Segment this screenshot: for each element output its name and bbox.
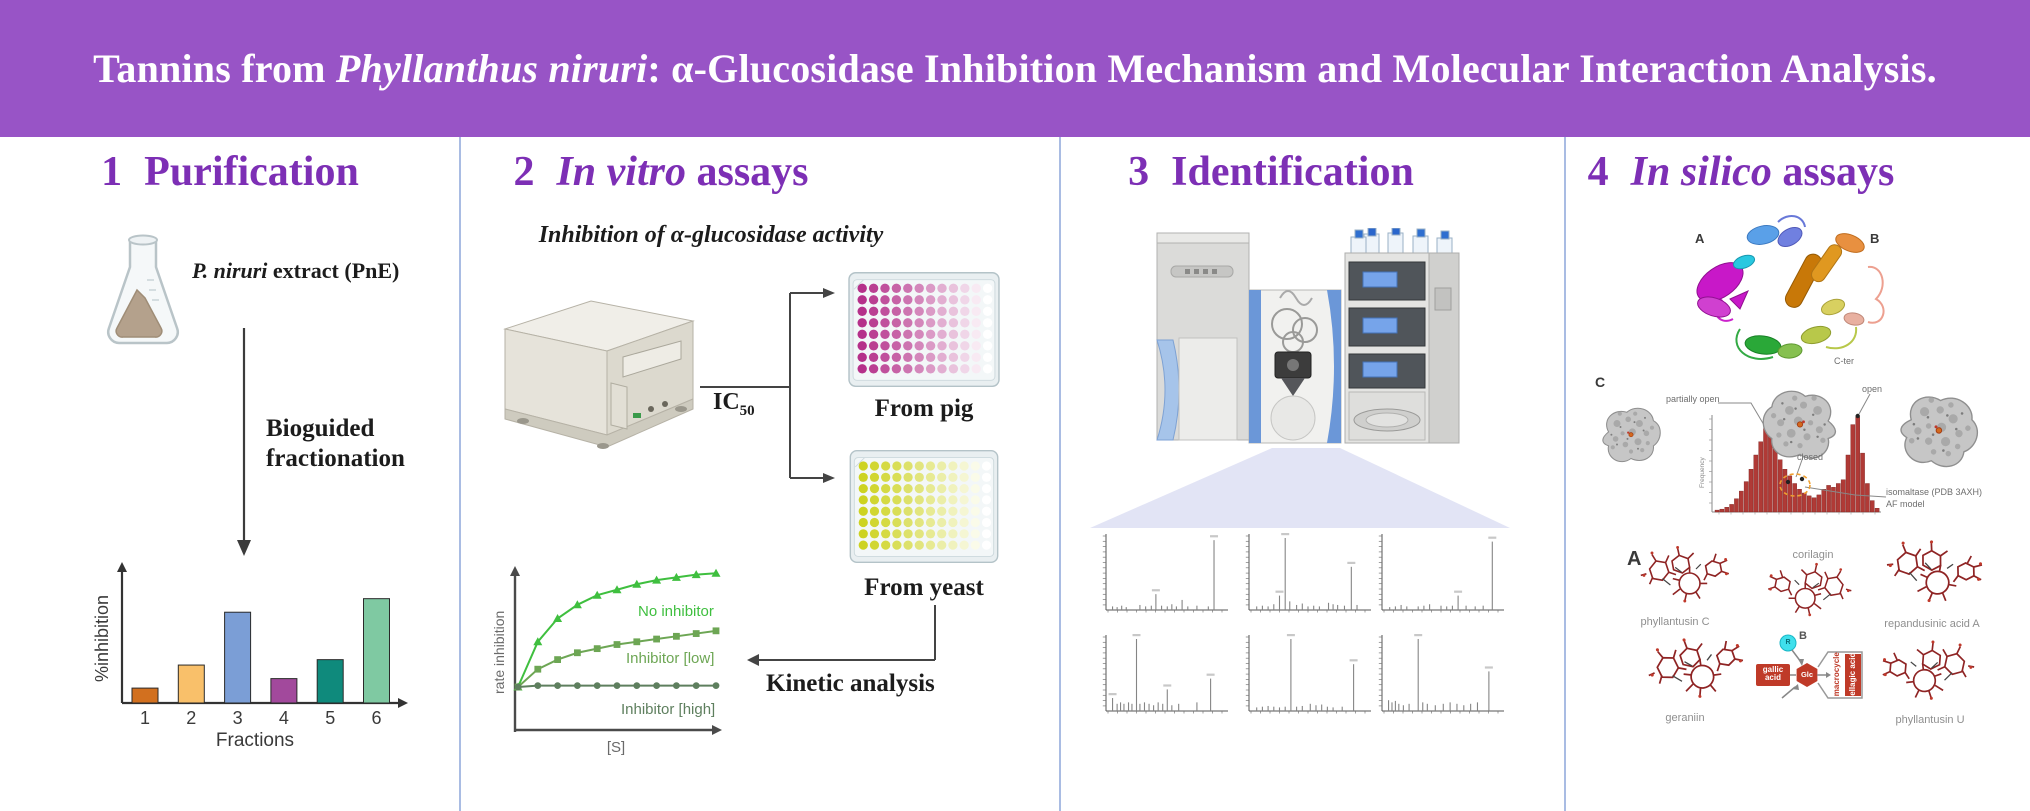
svg-text:5: 5 <box>325 708 335 728</box>
mass-spectrum <box>1245 533 1371 613</box>
branch-connector-icon <box>700 288 835 483</box>
panel-2-title: 2 In vitro assays <box>481 148 841 196</box>
panel-2-title-text: In vitro assays <box>556 149 809 195</box>
mass-spectrum <box>1102 634 1228 714</box>
ic50-label: IC50 <box>713 389 755 420</box>
molecule-label: repandusinic acid A <box>1884 618 1980 630</box>
molecule-icon <box>1767 562 1853 618</box>
svg-text:Frequency: Frequency <box>1699 457 1706 488</box>
svg-text:6: 6 <box>371 708 381 728</box>
molecule-label: geraniin <box>1665 712 1705 724</box>
panel-4-title-text: In silico assays <box>1630 149 1895 195</box>
kinetic-analysis-label: Kinetic analysis <box>766 670 935 697</box>
microplate-yeast-icon <box>849 450 999 563</box>
svg-text:2: 2 <box>186 708 196 728</box>
molecule-icon <box>1880 640 1978 706</box>
schematic-macrocycle-label: macrocycle <box>1831 652 1841 697</box>
panel-4-number: 4 <box>1587 149 1609 195</box>
section-c-label: C <box>1595 374 1606 390</box>
schematic-glc-label: Glc <box>1800 670 1814 679</box>
isomaltase-label: isomaltase (PDB 3AXH) <box>1886 487 1983 497</box>
panel-3-title: 3 Identification <box>1071 148 1471 196</box>
molecule-label: corilagin <box>1792 549 1834 561</box>
panel-1-title: 1 Purification <box>40 148 420 196</box>
cartoon-label-a: A <box>1695 231 1705 246</box>
kinetic-arrow-icon <box>747 605 936 666</box>
kinetics-plot: rate inhibition [S] No inhibitorInhibitor … <box>491 566 722 756</box>
solvent-bottles-icon <box>1350 228 1453 256</box>
panel-divider <box>459 137 461 811</box>
assay-subtitle: Inhibition of α-glucosidase activity <box>538 222 884 248</box>
section-a-label: A <box>1627 548 1642 570</box>
molecule-label: phyllantusin U <box>1895 714 1965 726</box>
down-arrow-icon <box>237 328 251 556</box>
panel-1-purification: 1 Purification P. niruri extract (PnE) Bi… <box>0 137 459 811</box>
protein-cartoon-icon <box>1696 215 1885 360</box>
panel-4-title: 4 In silico assays <box>1576 148 1906 196</box>
panel-3-number: 3 <box>1128 149 1150 195</box>
schematic-r-label: R <box>1785 639 1791 646</box>
schematic-ellagic-label: ellagic acid <box>1847 652 1857 696</box>
tannin-schematic-icon <box>1756 634 1863 699</box>
panel-1-title-text: Purification <box>144 149 359 195</box>
mass-spectrum <box>1245 634 1371 714</box>
ic50-sub: 50 <box>739 402 755 419</box>
panel-2-in-vitro: 2 In vitro assays Inhibition of α-glucosi… <box>461 137 1059 811</box>
cter-label: C-ter <box>1834 356 1854 366</box>
af-model-label: AF model <box>1886 499 1925 509</box>
lcms-instrument-icon <box>1156 228 1460 444</box>
panel-divider <box>1564 137 1566 811</box>
closed-label: closed <box>1797 452 1824 462</box>
panel-4-in-silico: 4 In silico assays <box>1566 137 2030 811</box>
plate-reader-icon <box>503 300 695 449</box>
svg-text:rate inhibition: rate inhibition <box>491 611 507 694</box>
svg-text:4: 4 <box>279 708 289 728</box>
svg-text:No inhibitor: No inhibitor <box>638 603 714 620</box>
erlenmeyer-flask-icon <box>107 234 179 345</box>
molecule-icon <box>1646 636 1746 706</box>
extract-label: P. niruri extract (PnE) <box>192 258 400 283</box>
schematic-gallic-label: gallic acid <box>1762 665 1784 683</box>
beam-triangle-icon <box>1090 448 1510 528</box>
conformation-histogram: Frequency <box>1699 393 1887 515</box>
open-label: open <box>1862 384 1883 394</box>
plate-yeast-label: From yeast <box>864 574 984 601</box>
svg-text:1: 1 <box>140 708 150 728</box>
header-banner: Tannins from Phyllanthus niruri: α-Gluco… <box>0 0 2030 137</box>
molecule-icon <box>1640 545 1730 604</box>
plate-pig-label: From pig <box>874 395 974 422</box>
svg-text:Inhibitor [high]: Inhibitor [high] <box>621 701 715 718</box>
ic50-base: IC <box>713 389 740 415</box>
page-title: Tannins from Phyllanthus niruri: α-Gluco… <box>93 46 1937 91</box>
protein-surface-icon <box>1602 407 1661 463</box>
molecule-label: phyllantusin C <box>1640 616 1710 628</box>
svg-text:Fractions: Fractions <box>216 730 294 751</box>
cartoon-label-b: B <box>1870 231 1880 246</box>
panel-2-number: 2 <box>513 149 535 195</box>
panel-3-title-text: Identification <box>1171 149 1414 195</box>
partially-open-label: partially open <box>1666 394 1720 404</box>
svg-text:%inhibition: %inhibition <box>92 595 112 682</box>
panel-1-number: 1 <box>101 149 123 195</box>
molecule-icon <box>1881 540 1988 612</box>
panel-divider <box>1059 137 1061 811</box>
mass-spectrum <box>1378 634 1504 714</box>
svg-text:[S]: [S] <box>607 739 625 756</box>
protein-surface-icon <box>1893 388 1984 475</box>
schematic-b-label: B <box>1799 630 1807 642</box>
svg-text:3: 3 <box>233 708 243 728</box>
mass-spectrum <box>1102 534 1228 613</box>
mass-spectrum <box>1378 534 1504 613</box>
microplate-pig-icon <box>848 272 1000 387</box>
bioguided-label: Bioguided fractionation <box>266 415 405 472</box>
panel-3-identification: 3 Identification <box>1061 137 1564 811</box>
svg-text:Inhibitor [low]: Inhibitor [low] <box>626 650 714 667</box>
